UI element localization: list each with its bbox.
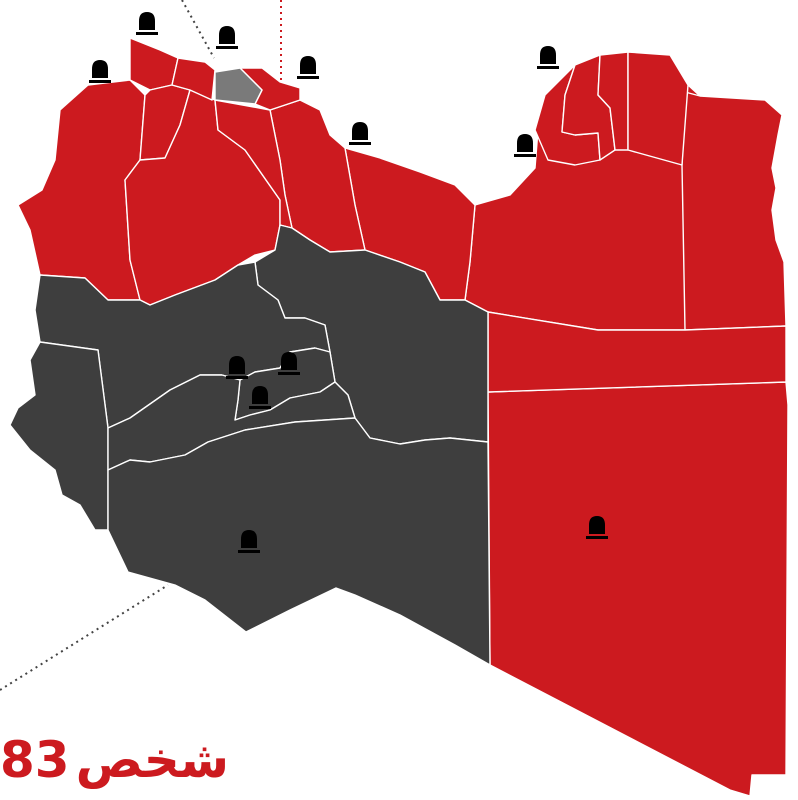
leader-line-top [181,0,215,59]
tombstone-icon [249,386,271,409]
tombstone-icon [136,12,158,35]
tombstone-icon [586,516,608,539]
region-tripoli [214,67,263,105]
count-number: 83 [0,731,70,789]
tombstone-icon [349,122,371,145]
region-jabal-akhdar-east [627,51,689,166]
tombstone-icon [226,356,248,379]
tombstone-icon [278,352,300,375]
count-word: شخص [75,731,230,789]
region-tobruk [681,91,787,331]
leader-line-bottom-left [0,584,169,691]
tombstone-icon [89,60,111,83]
region-murzuq [107,417,491,666]
region-ghat [9,341,109,531]
region-tarhuna [171,57,216,101]
tombstone-icon [537,46,559,69]
markers-group [89,12,608,553]
region-kufra [487,381,789,797]
tombstone-icon [297,56,319,79]
region-zawiya [129,37,179,91]
tombstone-icon [238,530,260,553]
tombstone-icon [514,134,536,157]
tombstone-icon [216,26,238,49]
